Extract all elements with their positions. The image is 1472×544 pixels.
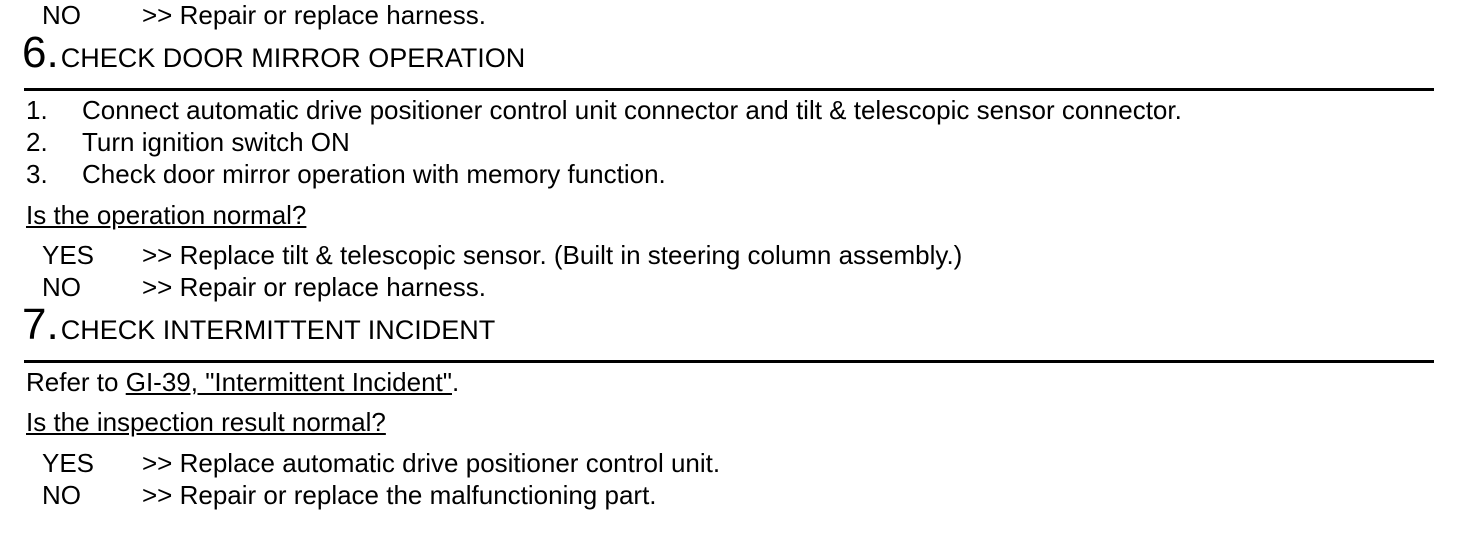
list-text: Turn ignition switch ON	[82, 127, 350, 157]
answer-text: >> Replace automatic drive positioner co…	[142, 448, 721, 478]
step-6-heading: 6.CHECK DOOR MIRROR OPERATION	[22, 30, 525, 76]
question-text: Is the operation normal?	[26, 200, 307, 230]
answer-label: NO	[42, 272, 81, 302]
answer-text: >> Replace tilt & telescopic sensor. (Bu…	[142, 240, 963, 270]
list-number: 3.	[26, 159, 48, 189]
question-text: Is the inspection result normal?	[26, 407, 386, 437]
section-divider	[24, 88, 1434, 91]
step-title: CHECK INTERMITTENT INCIDENT	[60, 315, 496, 345]
answer-text: >> Repair or replace harness.	[142, 0, 486, 30]
list-number: 2.	[26, 127, 48, 157]
refer-link[interactable]: GI-39, "Intermittent Incident"	[125, 367, 452, 397]
step-7-heading: 7.CHECK INTERMITTENT INCIDENT	[22, 302, 495, 348]
refer-line: Refer to GI-39, "Intermittent Incident".	[26, 367, 459, 397]
answer-label: NO	[42, 0, 81, 30]
answer-label: YES	[42, 240, 95, 270]
answer-text: >> Repair or replace the malfunctioning …	[142, 480, 657, 510]
list-text: Check door mirror operation with memory …	[82, 159, 666, 189]
refer-prefix: Refer to	[26, 367, 126, 397]
list-text: Connect automatic drive positioner contr…	[82, 95, 1182, 125]
list-number: 1.	[26, 95, 48, 125]
step-title: CHECK DOOR MIRROR OPERATION	[60, 43, 526, 73]
section-divider	[24, 360, 1434, 363]
step-number: 6.	[22, 28, 59, 77]
refer-suffix: .	[452, 367, 460, 397]
answer-label: NO	[42, 480, 81, 510]
answer-label: YES	[42, 448, 95, 478]
answer-text: >> Repair or replace harness.	[142, 272, 486, 302]
step-number: 7.	[22, 300, 59, 349]
